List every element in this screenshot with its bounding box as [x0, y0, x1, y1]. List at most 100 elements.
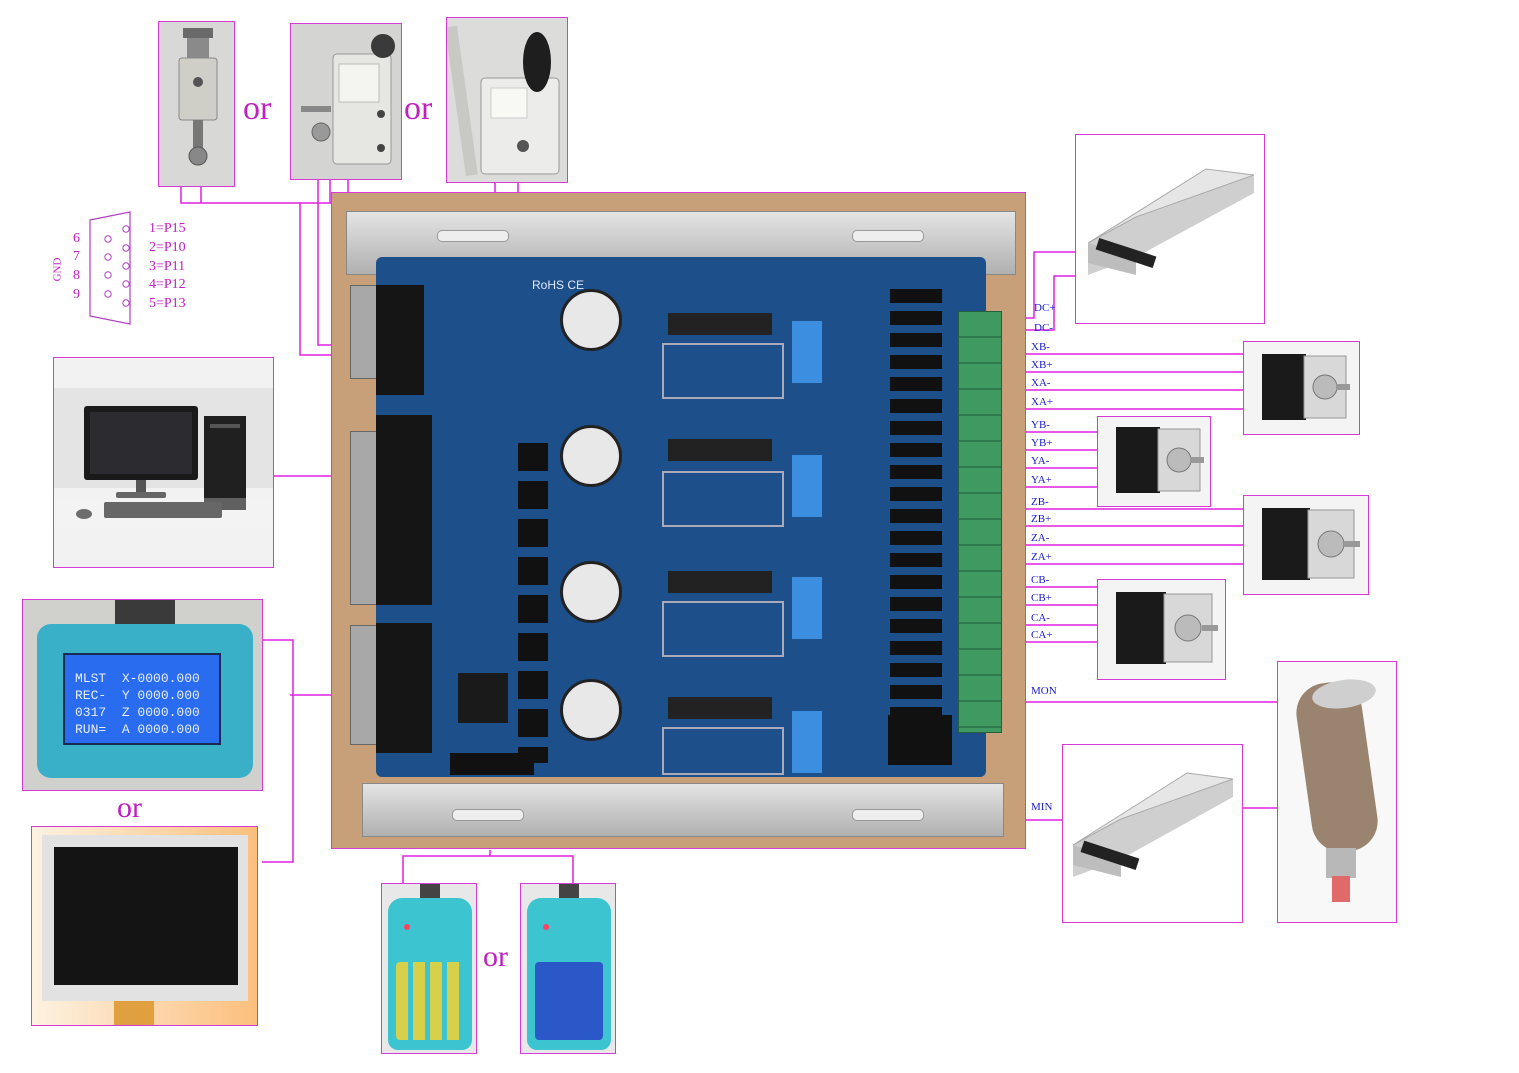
or-label-3: or [117, 791, 142, 824]
controller-board: RoHS CE [331, 192, 1026, 849]
lcd-line-3-left: 0317 [75, 705, 107, 720]
lcd-line-1-left: MLST [75, 671, 107, 686]
db9-gnd-label: GND [51, 257, 64, 282]
power-supply-1-image [1087, 168, 1255, 275]
driver-chip-4 [668, 697, 772, 719]
lcd-line-2-right: Y 0000.000 [121, 688, 200, 703]
computer-image [53, 357, 274, 568]
lcd-line-4-left: RUN= [75, 722, 107, 737]
db25-port-1 [350, 431, 378, 605]
lcd-screen: MLST X-0000.000 REC- Y 0000.000 0317 Z 0… [63, 653, 221, 745]
db15-port [350, 625, 378, 745]
db9-pin-2: 2=P10 [149, 240, 186, 255]
touch-screen-display [54, 847, 238, 985]
stepper-motor-z [1243, 495, 1369, 595]
lcd-line-2-left: REC- [75, 688, 107, 703]
limit-switch-1 [158, 21, 235, 187]
limit-switch-3 [446, 17, 568, 183]
capacitor-1 [560, 289, 622, 351]
stepper-motor-x [1243, 341, 1360, 435]
driver-chip-2 [668, 439, 772, 461]
spindle-motor [1277, 661, 1397, 923]
db9-pin-8: 8 [73, 268, 80, 283]
power-supply-2 [1062, 744, 1243, 923]
limit-switch-1-image [178, 28, 218, 166]
stepper-motor-z-image [1262, 508, 1360, 580]
or-label-2: or [404, 90, 433, 127]
stepper-motor-c [1097, 579, 1226, 680]
bottom-rail-slot-left [452, 809, 524, 821]
port-housing-1 [376, 285, 424, 395]
limit-switch-3-image [447, 25, 560, 177]
rohs-marking: RoHS CE [532, 278, 585, 292]
driver-chip-1 [668, 313, 772, 335]
port-housing-3 [376, 623, 432, 753]
pendant-1-led [404, 924, 410, 930]
db9-pin-1: 1=P15 [149, 221, 186, 236]
diode-array [890, 289, 942, 719]
optocoupler-row [518, 443, 548, 763]
handheld-pendant-1 [381, 883, 477, 1054]
signal-ca-minus: CA- [1031, 612, 1050, 624]
capacitor-3 [560, 561, 622, 623]
limit-switch-2-image [301, 34, 395, 165]
power-supply-2-image [1072, 772, 1234, 877]
heatsink-plate-4 [662, 727, 784, 775]
dip-switch-3 [792, 577, 822, 639]
signal-ya-minus: YA- [1031, 455, 1050, 467]
db9-connector-shape [89, 211, 131, 325]
signal-xa-plus: XA+ [1031, 396, 1054, 408]
power-supply-1 [1075, 134, 1265, 324]
spindle-motor-image [1296, 679, 1378, 902]
stepper-motor-y [1097, 416, 1211, 507]
heatsink-plate-3 [662, 601, 784, 657]
signal-ca-plus: CA+ [1031, 629, 1053, 641]
db9-port [350, 285, 378, 379]
touch-screen [31, 826, 258, 1026]
signal-za-plus: ZA+ [1031, 551, 1052, 563]
top-rail-slot-left [437, 230, 509, 242]
lcd-line-4-right: A 0000.000 [121, 722, 200, 737]
signal-xb-plus: XB+ [1031, 359, 1053, 371]
signal-dc-plus: DC+ [1034, 302, 1056, 314]
lcd-line-1-right: X-0000.000 [121, 671, 200, 686]
db9-pin-5: 5=P13 [149, 296, 186, 311]
mcu-chip [458, 673, 508, 723]
db9-pin-9: 9 [73, 287, 80, 302]
heatsink-plate-2 [662, 471, 784, 527]
pendant-2-led [543, 924, 549, 930]
signal-cb-plus: CB+ [1031, 592, 1052, 604]
signal-yb-minus: YB- [1031, 419, 1050, 431]
header-pins [450, 753, 534, 775]
signal-mon: MON [1031, 685, 1057, 697]
or-label-1: or [243, 90, 272, 127]
dip-switch-4 [792, 711, 822, 773]
computer-icon [54, 388, 273, 528]
pendant-2-cable [559, 884, 579, 900]
terminal-blocks [958, 311, 1002, 733]
capacitor-2 [560, 425, 622, 487]
lcd-line-4: RUN= A 0000.000 [75, 721, 219, 738]
lcd-line-3-right: Z 0000.000 [121, 705, 200, 720]
db9-pin-6: 6 [73, 231, 80, 246]
signal-ya-plus: YA+ [1031, 474, 1052, 486]
signal-dc-minus: DC- [1034, 322, 1053, 334]
signal-xa-minus: XA- [1031, 377, 1051, 389]
signal-zb-minus: ZB- [1031, 496, 1049, 508]
lcd-line-2: REC- Y 0000.000 [75, 687, 219, 704]
stepper-motor-c-image [1116, 592, 1218, 664]
db9-pin-4: 4=P12 [149, 277, 186, 292]
bottom-rail-slot-right [852, 809, 924, 821]
signal-za-minus: ZA- [1031, 532, 1050, 544]
heatsink-plate-1 [662, 343, 784, 399]
signal-min: MIN [1031, 801, 1053, 813]
relay [888, 715, 952, 765]
limit-switch-2 [290, 23, 402, 180]
driver-chip-3 [668, 571, 772, 593]
dip-switch-2 [792, 455, 822, 517]
top-rail-slot-right [852, 230, 924, 242]
db9-pinout: 6 7 8 9 GND 1=P15 2=P10 3=P11 4=P12 5=P1… [51, 208, 204, 328]
lcd-line-3: 0317 Z 0000.000 [75, 704, 219, 721]
signal-zb-plus: ZB+ [1031, 513, 1052, 525]
